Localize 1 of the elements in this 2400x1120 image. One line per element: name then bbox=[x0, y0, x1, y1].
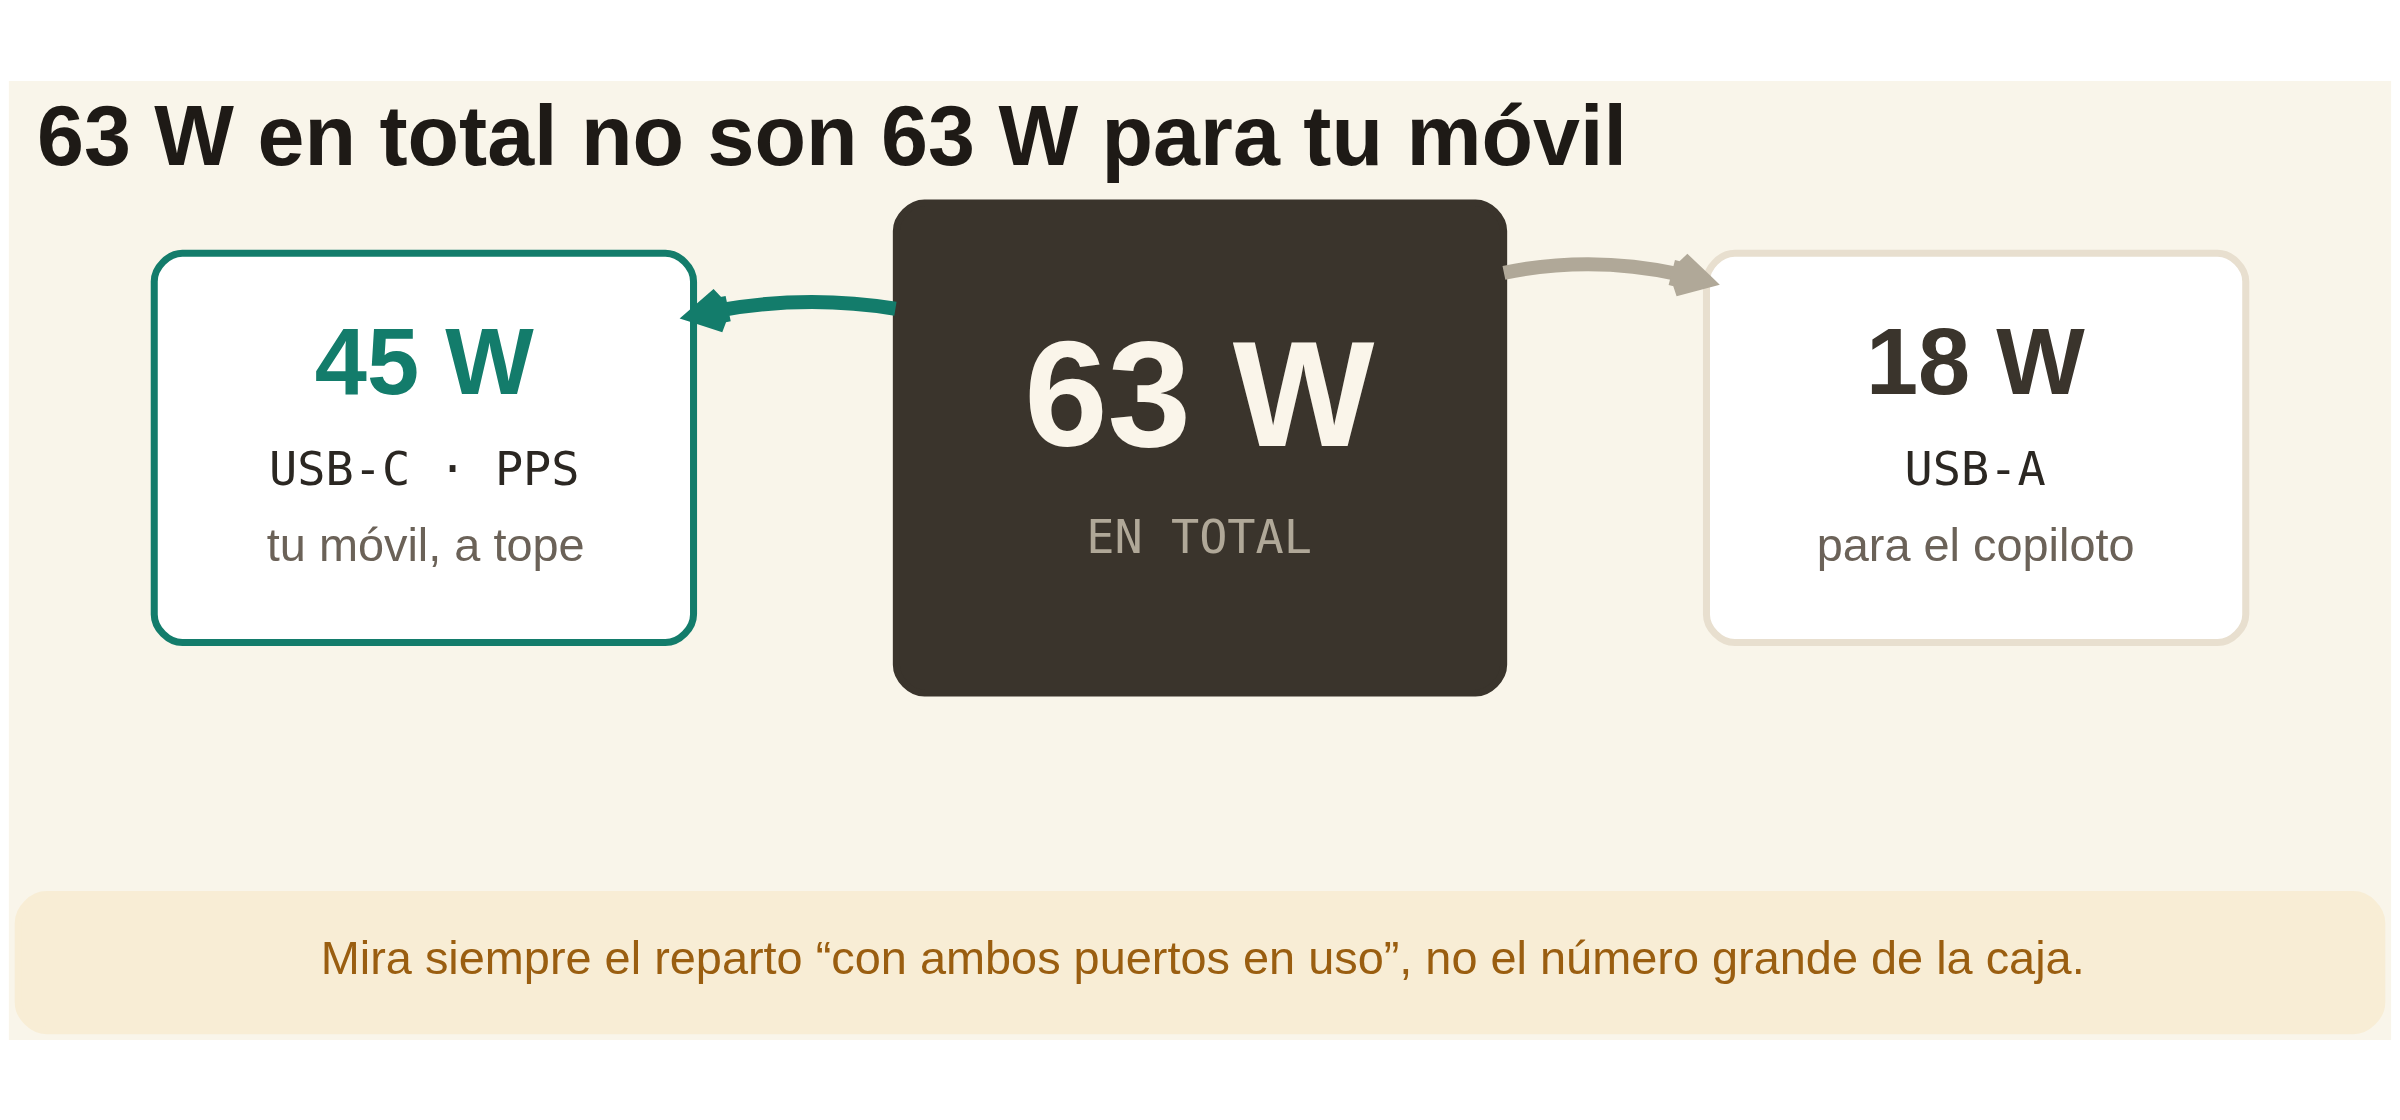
diagram-title: 63 W en total no son 63 W para tu móvil bbox=[37, 88, 1627, 183]
